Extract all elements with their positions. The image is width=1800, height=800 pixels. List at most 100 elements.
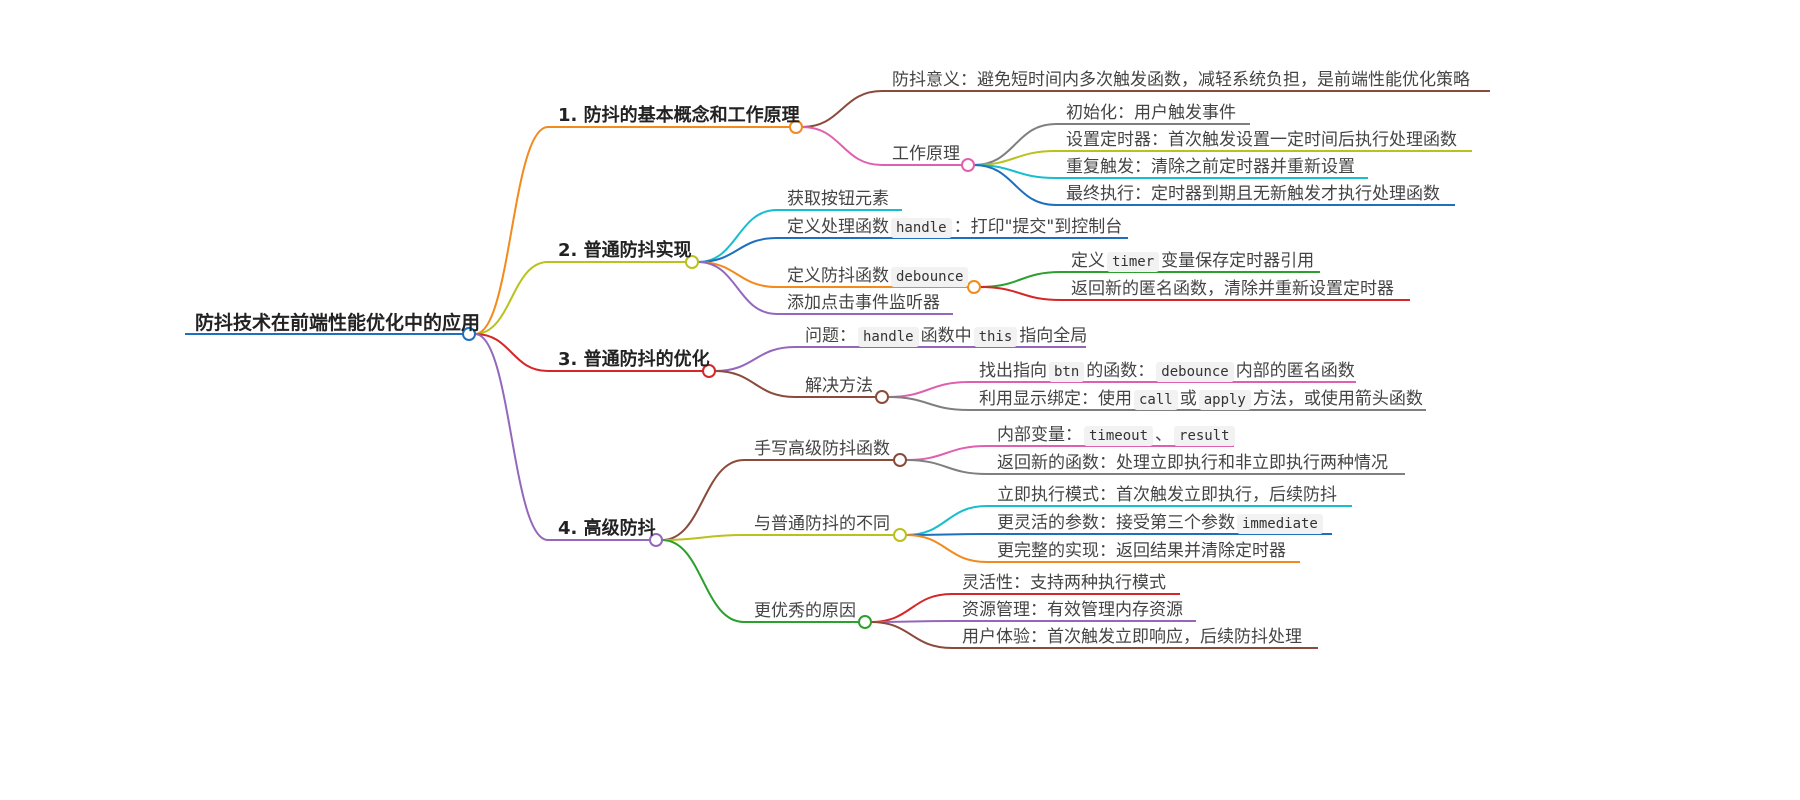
node-connector — [661, 534, 745, 541]
node-text: 工作原理 — [892, 144, 960, 164]
node-text: 更完整的实现：返回结果并清除定时器 — [997, 541, 1286, 561]
leaf-connector — [870, 620, 953, 623]
node-text: 设置定时器：首次触发设置一定时间后执行处理函数 — [1066, 130, 1457, 150]
leaf-connector — [905, 534, 988, 563]
node-text: 添加点击事件监听器 — [787, 293, 940, 313]
node-text: 返回新的函数：处理立即执行和非立即执行两种情况 — [997, 453, 1388, 473]
node-set-timer[interactable]: 设置定时器：首次触发设置一定时间后执行处理函数 — [1066, 129, 1457, 151]
node-connector — [714, 370, 796, 398]
inline-code: this — [973, 327, 1018, 347]
inline-code: call — [1134, 390, 1178, 410]
node-text: 方法，或使用箭头函数 — [1252, 389, 1423, 409]
node-text: 利用显示绑定：使用 — [979, 389, 1132, 409]
node-return-anon-fn[interactable]: 返回新的匿名函数，清除并重新设置定时器 — [1071, 278, 1394, 300]
node-text: 灵活性：支持两种执行模式 — [962, 573, 1166, 593]
branch-basic-concept[interactable]: 1. 防抖的基本概念和工作原理 — [558, 105, 800, 126]
node-connector — [697, 237, 778, 263]
node-text: 的函数： — [1086, 361, 1155, 381]
inline-code: debounce — [1156, 362, 1234, 382]
node-expand-circle — [858, 615, 872, 629]
leaf-connector — [905, 505, 988, 536]
branch-expand-circle — [702, 364, 716, 378]
node-text: 立即执行模式：首次触发立即执行，后续防抖 — [997, 485, 1337, 505]
node-connector — [697, 261, 778, 315]
branch-connector — [474, 333, 549, 372]
node-text: 内部变量： — [997, 425, 1082, 445]
mindmap-root[interactable]: 防抖技术在前端性能优化中的应用 — [195, 312, 481, 334]
node-repeat-trigger[interactable]: 重复触发：清除之前定时器并重新设置 — [1066, 156, 1355, 178]
inline-code: immediate — [1237, 514, 1323, 534]
node-add-click-listener[interactable]: 添加点击事件监听器 — [787, 292, 940, 314]
node-expand-circle — [875, 390, 889, 404]
node-get-button[interactable]: 获取按钮元素 — [787, 188, 889, 210]
node-text: 资源管理：有效管理内存资源 — [962, 600, 1183, 620]
node-text: 返回新的匿名函数，清除并重新设置定时器 — [1071, 279, 1394, 299]
node-debounce-meaning[interactable]: 防抖意义：避免短时间内多次触发函数，减轻系统负担，是前端性能优化策略 — [892, 69, 1470, 91]
branch-optimization[interactable]: 3. 普通防抖的优化 — [558, 349, 710, 370]
node-text: 获取按钮元素 — [787, 189, 889, 209]
inline-code: handle — [858, 327, 919, 347]
inline-code: timer — [1107, 252, 1160, 272]
node-resource-management[interactable]: 资源管理：有效管理内存资源 — [962, 599, 1183, 621]
node-text: 初始化：用户触发事件 — [1066, 103, 1236, 123]
node-text: 指向全局 — [1019, 326, 1088, 346]
leaf-connector — [979, 286, 1062, 301]
leaf-connector — [905, 445, 988, 461]
node-immediate-mode[interactable]: 立即执行模式：首次触发立即执行，后续防抖 — [997, 484, 1337, 506]
node-working-principle[interactable]: 工作原理 — [892, 143, 960, 165]
node-text: 解决方法 — [805, 376, 873, 396]
node-flexibility[interactable]: 灵活性：支持两种执行模式 — [962, 572, 1166, 594]
leaf-connector — [905, 533, 988, 536]
inline-code: result — [1174, 426, 1235, 446]
node-final-execute[interactable]: 最终执行：定时器到期且无新触发才执行处理函数 — [1066, 183, 1440, 205]
node-complete-impl[interactable]: 更完整的实现：返回结果并清除定时器 — [997, 540, 1286, 562]
root-expand-circle — [462, 327, 476, 341]
node-difference[interactable]: 与普通防抖的不同 — [754, 513, 890, 535]
leaf-connector — [979, 271, 1062, 288]
branch-normal-debounce[interactable]: 2. 普通防抖实现 — [558, 240, 692, 261]
inline-code: apply — [1198, 390, 1251, 410]
node-connector — [661, 459, 745, 541]
node-why-better[interactable]: 更优秀的原因 — [754, 600, 856, 622]
node-text: 防抖意义：避免短时间内多次触发函数，减轻系统负担，是前端性能优化策略 — [892, 70, 1470, 90]
node-text: 定义防抖函数 — [787, 266, 889, 286]
node-return-new-fn[interactable]: 返回新的函数：处理立即执行和非立即执行两种情况 — [997, 452, 1388, 474]
node-text: 定义处理函数 — [787, 217, 889, 237]
branch-expand-circle — [685, 255, 699, 269]
node-solution[interactable]: 解决方法 — [805, 375, 873, 397]
node-expand-circle — [967, 280, 981, 294]
node-text: 重复触发：清除之前定时器并重新设置 — [1066, 157, 1355, 177]
node-connector — [661, 539, 745, 623]
leaf-connector — [887, 381, 970, 398]
inline-code: btn — [1049, 362, 1085, 382]
leaf-connector — [870, 621, 953, 649]
node-expand-circle — [893, 528, 907, 542]
node-text: 、 — [1155, 425, 1173, 445]
node-text: 或 — [1179, 389, 1197, 409]
node-text: 找出指向 — [979, 361, 1047, 381]
node-handwritten-advanced[interactable]: 手写高级防抖函数 — [754, 438, 890, 460]
node-text: 更优秀的原因 — [754, 601, 856, 621]
branch-connector — [474, 126, 549, 335]
node-connector — [714, 346, 796, 372]
node-initialize[interactable]: 初始化：用户触发事件 — [1066, 102, 1236, 124]
node-connector — [801, 90, 883, 128]
node-text: 定义 — [1071, 251, 1105, 271]
branch-advanced-debounce[interactable]: 4. 高级防抖 — [558, 518, 656, 539]
leaf-connector — [905, 459, 988, 475]
node-user-experience[interactable]: 用户体验：首次触发立即响应，后续防抖处理 — [962, 626, 1302, 648]
inline-code: handle — [891, 218, 952, 238]
node-connector — [697, 209, 778, 263]
node-internal-vars[interactable]: 内部变量：timeout、result — [997, 424, 1237, 447]
node-connector — [697, 261, 778, 288]
branch-expand-circle — [649, 533, 663, 547]
